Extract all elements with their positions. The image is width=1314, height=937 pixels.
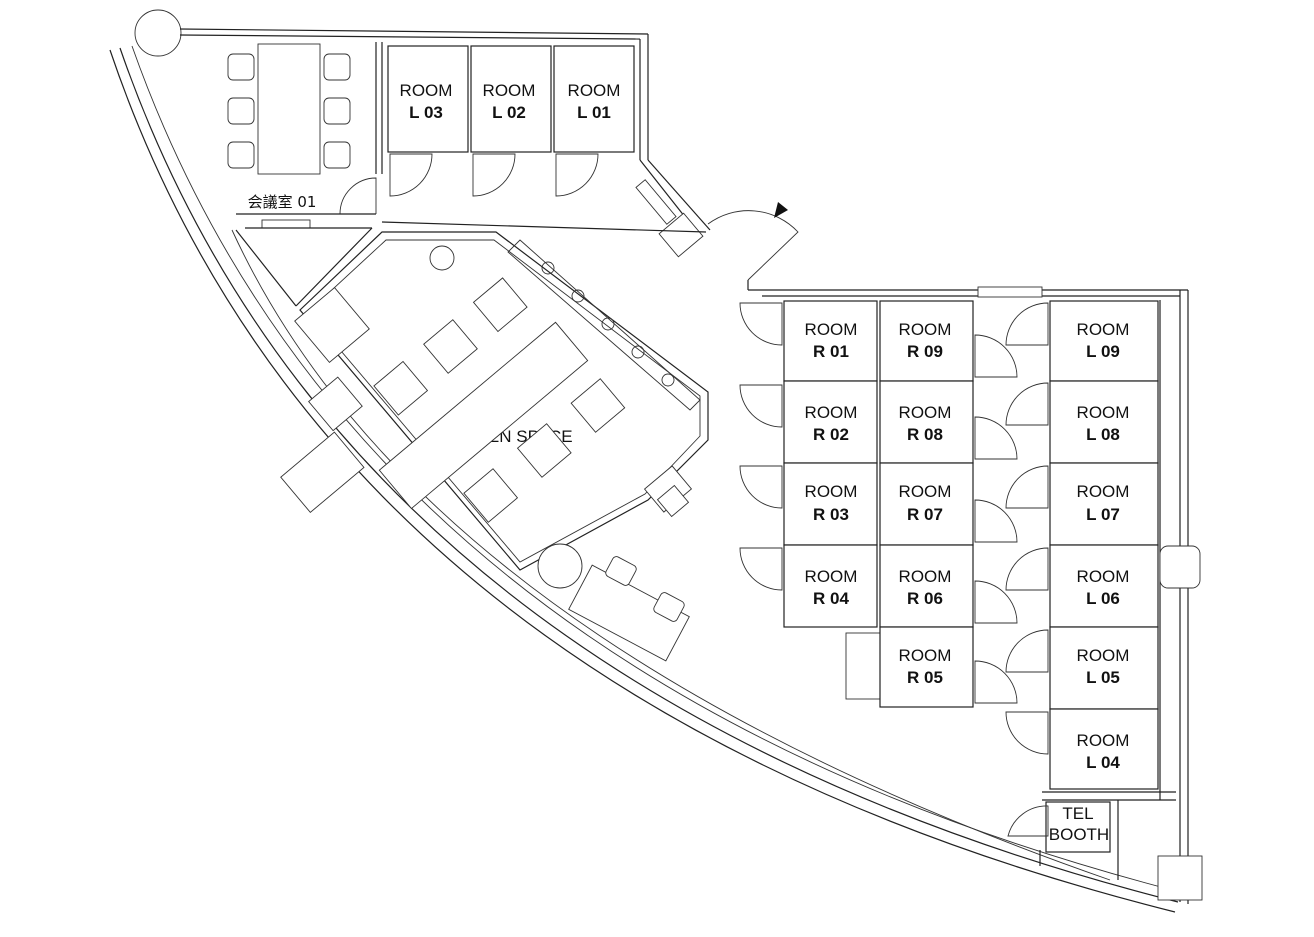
- room-label: ROOM: [899, 567, 952, 586]
- tel-booth-label: BOOTH: [1049, 825, 1109, 844]
- room-label: ROOM: [1077, 403, 1130, 422]
- room-r08[interactable]: [879, 380, 974, 464]
- room-r07[interactable]: [879, 462, 974, 546]
- room-number: R 03: [813, 505, 849, 524]
- room-label: ROOM: [805, 567, 858, 586]
- room-number: L 02: [492, 103, 526, 122]
- room-number: L 01: [577, 103, 611, 122]
- room-number: R 02: [813, 425, 849, 444]
- room-r02[interactable]: [783, 380, 878, 464]
- room-number: L 09: [1086, 342, 1120, 361]
- cabinet: [261, 219, 311, 229]
- room-l08[interactable]: [1049, 380, 1159, 464]
- entrance-arrow-icon: [774, 202, 788, 218]
- room-number: R 07: [907, 505, 943, 524]
- room-r01[interactable]: [783, 300, 878, 382]
- room-label: ROOM: [805, 320, 858, 339]
- column: [1159, 545, 1201, 589]
- column: [537, 543, 583, 589]
- room-label: ROOM: [400, 81, 453, 100]
- room-number: R 04: [813, 589, 849, 608]
- meeting-table: [227, 43, 351, 175]
- room-number: L 03: [409, 103, 443, 122]
- top-rooms: ROOM L 03 ROOM L 02 ROOM L 01: [387, 45, 635, 197]
- r-rooms: ROOM R 01 ROOM R 02 ROOM R 03 ROOM R 04: [739, 300, 881, 700]
- room-label: ROOM: [899, 646, 952, 665]
- room-number: L 06: [1086, 589, 1120, 608]
- room-label: ROOM: [899, 320, 952, 339]
- room-r06[interactable]: [879, 544, 974, 628]
- room-l02[interactable]: [470, 45, 552, 153]
- room-l07[interactable]: [1049, 462, 1159, 546]
- room-r09[interactable]: [879, 300, 974, 382]
- room-label: ROOM: [1077, 567, 1130, 586]
- plant-icon: [429, 245, 455, 271]
- tel-booth: TEL BOOTH: [1007, 791, 1176, 880]
- room-label: ROOM: [899, 482, 952, 501]
- column: [134, 9, 182, 57]
- tel-booth-box[interactable]: [1045, 801, 1111, 853]
- room-number: L 04: [1086, 753, 1120, 772]
- room-number: R 08: [907, 425, 943, 444]
- tel-booth-label: TEL: [1062, 804, 1093, 823]
- room-number: R 06: [907, 589, 943, 608]
- room-number: L 07: [1086, 505, 1120, 524]
- room-label: ROOM: [1077, 320, 1130, 339]
- room-label: ROOM: [1077, 482, 1130, 501]
- room-number: R 09: [907, 342, 943, 361]
- room-label: ROOM: [805, 403, 858, 422]
- r-rooms-right: ROOM R 09 ROOM R 08 ROOM R 07 ROOM R 06 …: [879, 300, 1018, 708]
- room-l01[interactable]: [553, 45, 635, 153]
- entrance-door[interactable]: [707, 210, 799, 281]
- room-label: ROOM: [483, 81, 536, 100]
- room-number: R 05: [907, 668, 943, 687]
- room-l03[interactable]: [387, 45, 469, 153]
- room-r03[interactable]: [783, 462, 878, 546]
- room-number: L 05: [1086, 668, 1120, 687]
- column: [1157, 855, 1203, 901]
- room-label: ROOM: [568, 81, 621, 100]
- room-l04[interactable]: [1049, 708, 1159, 790]
- open-space-area: OPEN SPACE: [280, 231, 709, 662]
- room-number: R 01: [813, 342, 849, 361]
- top-wall: [179, 28, 711, 258]
- room-r04[interactable]: [783, 544, 878, 628]
- room-label: ROOM: [1077, 731, 1130, 750]
- room-l06[interactable]: [1049, 544, 1159, 628]
- room-l09[interactable]: [1049, 300, 1159, 382]
- l-rooms: ROOM L 09 ROOM L 08 ROOM L 07 ROOM L 06 …: [1005, 300, 1159, 790]
- room-label: ROOM: [805, 482, 858, 501]
- meeting-room-label: 会議室 01: [248, 193, 317, 211]
- curved-facade: [109, 45, 1181, 913]
- room-number: L 08: [1086, 425, 1120, 444]
- room-label: ROOM: [1077, 646, 1130, 665]
- room-l05[interactable]: [1049, 626, 1159, 710]
- room-r05[interactable]: [879, 626, 974, 708]
- room-label: ROOM: [899, 403, 952, 422]
